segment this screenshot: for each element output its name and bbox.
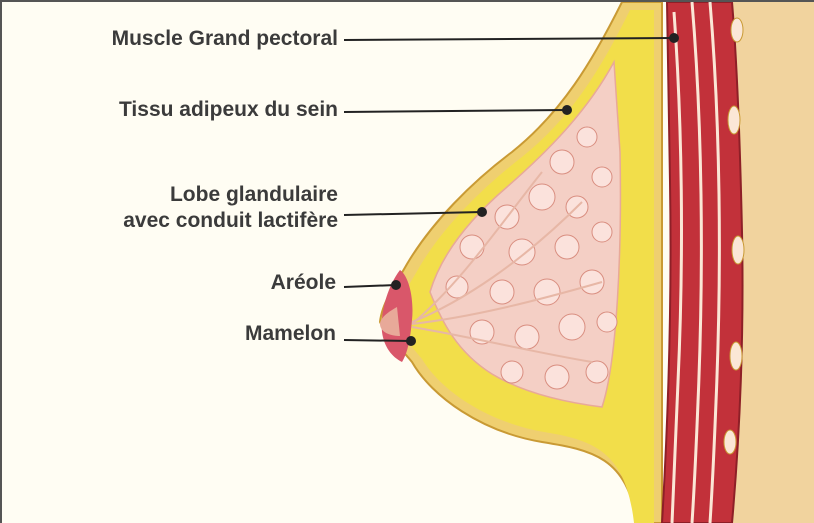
label-areola: Aréole — [271, 270, 336, 296]
label-glandular-lobe-line2: avec conduit lactifère — [123, 208, 338, 234]
label-nipple: Mamelon — [245, 321, 336, 347]
label-glandular-lobe: Lobe glandulaire avec conduit lactifère — [123, 182, 338, 234]
label-pectoral-muscle: Muscle Grand pectoral — [112, 26, 338, 52]
label-adipose-tissue: Tissu adipeux du sein — [119, 97, 338, 123]
label-glandular-lobe-line1: Lobe glandulaire — [123, 182, 338, 208]
